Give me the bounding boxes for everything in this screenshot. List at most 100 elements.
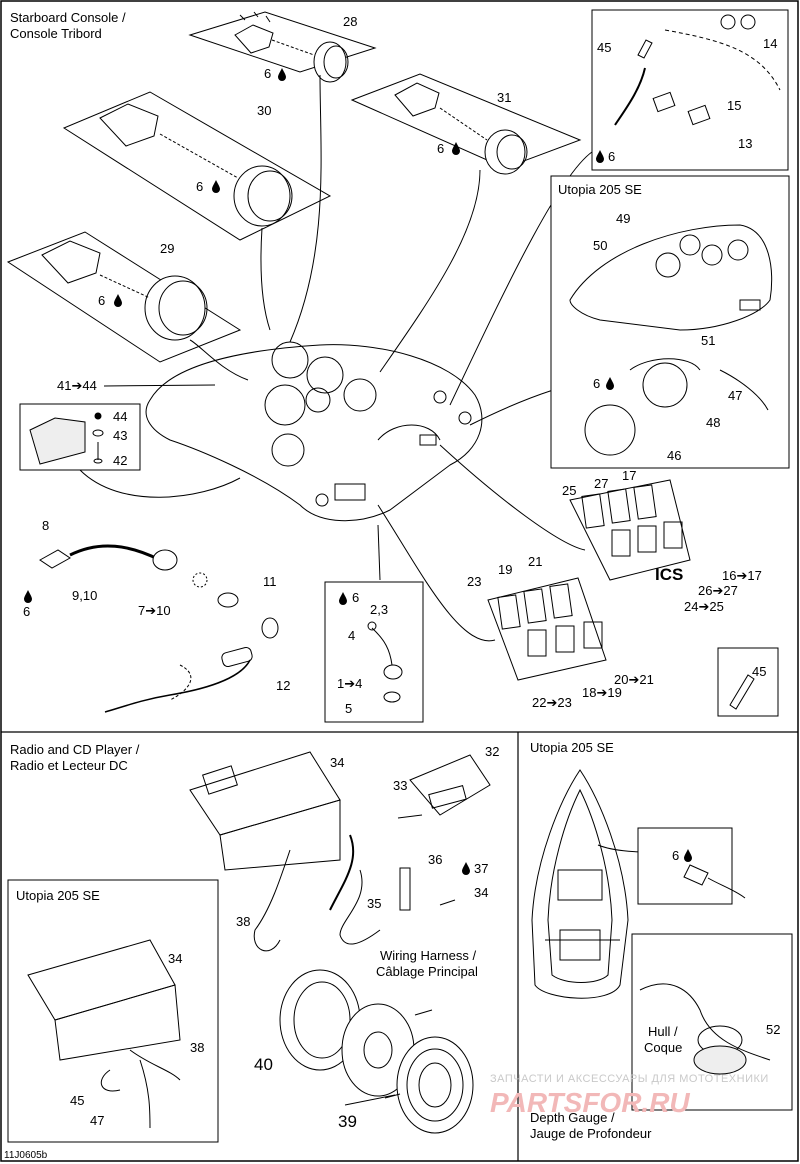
watermark-text: ЗАПЧАСТИ И АКСЕССУАРЫ ДЛЯ МОТОТЕХНИКИ xyxy=(490,1073,769,1085)
label-part-20-21: 20➔21 xyxy=(614,672,654,687)
label-part-6: 6 xyxy=(437,141,444,156)
section-title-radio-1: Radio and CD Player / xyxy=(10,742,140,757)
label-part-6: 6 xyxy=(196,179,203,194)
label-part-30: 30 xyxy=(257,103,271,118)
label-part-2-3: 2,3 xyxy=(370,602,388,617)
label-part-40: 40 xyxy=(254,1055,273,1074)
utopia-gauge-detail-box: Utopia 205 SE 49 50 51 6 47 48 46 xyxy=(550,175,790,469)
label-part-38: 38 xyxy=(190,1040,204,1055)
label-part-31: 31 xyxy=(497,90,511,105)
speaker-illustration xyxy=(279,969,474,1134)
label-part-37: 37 xyxy=(474,861,488,876)
label-part-15: 15 xyxy=(727,98,741,113)
label-part-17: 17 xyxy=(622,468,636,483)
lanyard-illustration xyxy=(39,544,279,713)
label-part-21: 21 xyxy=(528,554,542,569)
label-part-49: 49 xyxy=(616,211,630,226)
gauge-30-illustration xyxy=(62,91,332,241)
label-part-36: 36 xyxy=(428,852,442,867)
label-part-6: 6 xyxy=(98,293,105,308)
label-part-26-27: 26➔27 xyxy=(698,583,738,598)
label-part-45: 45 xyxy=(597,40,611,55)
cable-tie-detail-box xyxy=(717,647,779,717)
fluid-drop-icon xyxy=(114,294,122,307)
section-title-radio-2: Radio et Lecteur DC xyxy=(10,758,128,773)
fluid-drop-icon xyxy=(452,142,460,155)
radio-cd-section: Radio and CD Player / Radio et Lecteur D… xyxy=(7,742,499,1143)
label-part-47: 47 xyxy=(90,1113,104,1128)
label-part-50: 50 xyxy=(593,238,607,253)
label-part-43: 43 xyxy=(113,428,127,443)
gauge-31-illustration xyxy=(350,73,582,175)
wiring-harness-label-2: Câblage Principal xyxy=(376,964,478,979)
label-part-46: 46 xyxy=(667,448,681,463)
starboard-console-section: Starboard Console / Console Tribord 28 6… xyxy=(6,10,779,723)
label-part-6: 6 xyxy=(352,590,359,605)
section-title-utopia-top: Utopia 205 SE xyxy=(558,182,642,197)
key-switch-detail-box xyxy=(324,581,424,723)
label-part-6: 6 xyxy=(593,376,600,391)
label-part-11: 11 xyxy=(263,574,277,589)
section-title-starboard-2: Console Tribord xyxy=(10,26,102,41)
label-part-14: 14 xyxy=(763,36,777,51)
label-part-6: 6 xyxy=(264,66,271,81)
label-part-29: 29 xyxy=(160,241,174,256)
label-part-18-19: 18➔19 xyxy=(582,685,622,700)
label-part-32: 32 xyxy=(485,744,499,759)
label-part-34: 34 xyxy=(168,951,182,966)
watermark-logo: PARTSFOR.RU xyxy=(490,1087,690,1118)
label-part-48: 48 xyxy=(706,415,720,430)
label-part-22-23: 22➔23 xyxy=(532,695,572,710)
label-part-27: 27 xyxy=(594,476,608,491)
label-part-41-44: 41➔44 xyxy=(57,378,97,393)
utopia-radio-detail-box: Utopia 205 SE 34 38 45 47 xyxy=(7,879,219,1143)
label-part-6: 6 xyxy=(672,848,679,863)
section-title-utopia-hull: Utopia 205 SE xyxy=(530,740,614,755)
figure-reference: 11J0605b xyxy=(4,1150,48,1161)
label-part-7-10: 7➔10 xyxy=(138,603,171,618)
switch-panel-lower xyxy=(487,577,607,681)
label-part-1-4: 1➔4 xyxy=(337,676,362,691)
wiring-harness-label-1: Wiring Harness / xyxy=(380,948,476,963)
section-title-starboard-1: Starboard Console / xyxy=(10,10,126,25)
label-part-45: 45 xyxy=(752,664,766,679)
label-part-6: 6 xyxy=(23,604,30,619)
hull-label-2: Coque xyxy=(644,1040,682,1055)
label-part-38: 38 xyxy=(236,914,250,929)
label-part-33: 33 xyxy=(393,778,407,793)
label-part-51: 51 xyxy=(701,333,715,348)
label-part-44: 44 xyxy=(113,409,127,424)
label-part-9-10: 9,10 xyxy=(72,588,97,603)
label-part-52: 52 xyxy=(766,1022,780,1037)
switch-panel-upper xyxy=(569,479,691,581)
wiring-detail-box: 45 14 15 13 6 xyxy=(591,9,789,171)
label-part-39: 39 xyxy=(338,1112,357,1131)
label-part-34: 34 xyxy=(330,755,344,770)
hull-label-1: Hull / xyxy=(648,1024,678,1039)
label-part-13: 13 xyxy=(738,136,752,151)
ics-label: ICS xyxy=(655,565,683,584)
depth-gauge-label-1: Depth Gauge / xyxy=(530,1110,615,1125)
label-part-16-17: 16➔17 xyxy=(722,568,762,583)
label-part-34: 34 xyxy=(474,885,488,900)
label-part-6: 6 xyxy=(608,149,615,164)
label-part-45: 45 xyxy=(70,1093,84,1108)
label-part-24-25: 24➔25 xyxy=(684,599,724,614)
label-part-5: 5 xyxy=(345,701,352,716)
section-title-utopia-radio: Utopia 205 SE xyxy=(16,888,100,903)
label-part-35: 35 xyxy=(367,896,381,911)
label-part-23: 23 xyxy=(467,574,481,589)
label-part-4: 4 xyxy=(348,628,355,643)
gauge-29-illustration xyxy=(6,231,242,363)
utopia-hull-section: Utopia 205 SE 6 52 Hull / Coque Depth Ga… xyxy=(530,740,793,1141)
fluid-drop-icon xyxy=(212,180,220,193)
fluid-drop-icon xyxy=(278,68,286,81)
label-part-19: 19 xyxy=(498,562,512,577)
fluid-drop-icon xyxy=(24,590,32,603)
label-part-12: 12 xyxy=(276,678,290,693)
cover-detail-box xyxy=(19,403,141,471)
label-part-28: 28 xyxy=(343,14,357,29)
fluid-drop-icon xyxy=(462,862,470,875)
